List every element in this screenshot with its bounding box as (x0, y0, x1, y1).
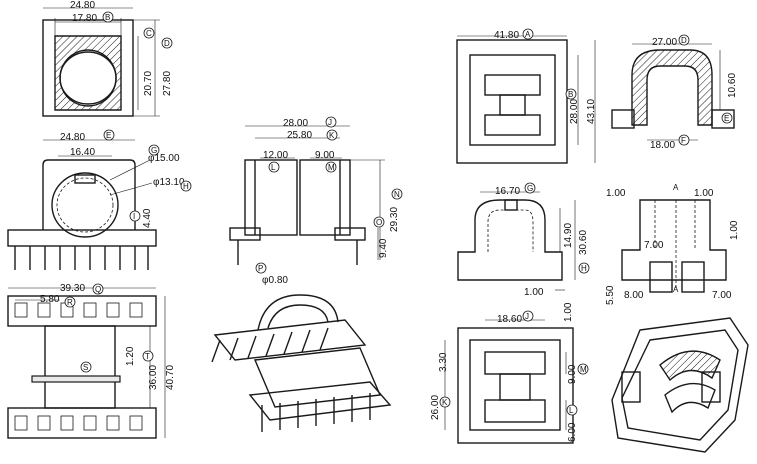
ref-E: E (106, 131, 111, 140)
ref-M: M (328, 163, 335, 172)
dim-d14: 29.30 (389, 207, 400, 232)
dim-d24: 43.10 (586, 99, 597, 124)
ref-M2: M (580, 365, 587, 374)
ref-D: D (164, 39, 170, 48)
dim-d18: 5.80 (40, 294, 60, 305)
dim-d27: 18.00 (650, 140, 675, 151)
ref-T: T (145, 352, 150, 361)
dim-d17: 39.30 (60, 283, 85, 294)
dim-d20: 36.00 (148, 365, 159, 390)
view-core-bottom: 18.60 1.00 3.30 9.00 26.00 6.00 J M K L (430, 302, 589, 444)
dim-d29: 14.90 (563, 223, 574, 248)
dim-d13: 9.00 (315, 150, 335, 161)
dim-d44: 6.00 (567, 422, 578, 442)
ref-A: A (525, 30, 531, 39)
dim-d32: 1.00 (606, 188, 626, 199)
dim-d34: 1.00 (729, 220, 740, 240)
view-isometric-bobbin (211, 294, 392, 432)
dim-d22: 41.80 (494, 30, 519, 41)
view-core-top: 41.80 28.00 43.10 A B (456, 28, 597, 164)
iso-pins-bottom (261, 393, 371, 432)
ref-L: L (271, 163, 276, 172)
dim-d3: 20.70 (143, 71, 154, 96)
dim-d19: 1.20 (125, 346, 136, 366)
ref-D2: D (681, 36, 687, 45)
dim-d12: 12.00 (263, 150, 288, 161)
ref-I: I (133, 212, 135, 221)
ref-O: O (376, 218, 382, 227)
dim-d9: 4.40 (142, 208, 153, 228)
dim-d10: 28.00 (283, 118, 308, 129)
view-core-section: 27.00 10.60 18.00 D E F (611, 34, 738, 151)
ref-J2: J (525, 312, 529, 321)
dim-d43: 26.00 (430, 395, 441, 420)
dim-d7: φ15.00 (148, 153, 180, 164)
dim-d41: 3.30 (438, 352, 449, 372)
view-bobbin-top: 24.80 17.80 20.70 27.80 C D B (42, 0, 173, 117)
view-bobbin-bottom: 39.30 5.80 1.20 36.00 40.70 Q R T S (7, 283, 176, 439)
view-core-side: 1.00 1.00 1.00 7.00 5.50 8.00 7.00 A A (605, 183, 740, 305)
dim-d40: 1.00 (563, 302, 574, 322)
dim-d11: 25.80 (287, 130, 312, 141)
pin-row-bottom (14, 246, 149, 270)
dim-d16: φ0.80 (262, 275, 288, 286)
dim-d30: 30.60 (578, 230, 589, 255)
dim-d31: 1.00 (524, 287, 544, 298)
dim-d6: 16.40 (70, 147, 95, 158)
ref-G: G (151, 146, 157, 155)
dim-d28: 16.70 (495, 186, 520, 197)
dim-d1: 24.80 (70, 0, 95, 11)
ref-J: J (328, 118, 332, 127)
ref-A3: A (673, 285, 679, 294)
iso-pins-top (211, 327, 329, 363)
ref-R: R (67, 298, 73, 307)
ref-P: P (258, 264, 263, 273)
ref-N: N (394, 190, 400, 199)
dim-d23: 28.00 (569, 99, 580, 124)
dim-d35: 7.00 (644, 240, 664, 251)
ref-F: F (681, 136, 686, 145)
view-isometric-core (611, 317, 749, 453)
ref-H2: H (581, 264, 587, 273)
dim-d37: 8.00 (624, 290, 644, 301)
dim-d36: 5.50 (605, 285, 616, 305)
ref-L2: L (569, 406, 574, 415)
ref-G2: G (527, 184, 533, 193)
view-core-front: 16.70 14.90 30.60 1.00 G H (457, 182, 590, 298)
dim-d2: 17.80 (72, 13, 97, 24)
view-side-section: 28.00 25.80 12.00 9.00 29.30 9.40 φ0.80 … (229, 116, 403, 286)
dim-d15: 9.40 (378, 238, 389, 258)
dim-d33: 1.00 (694, 188, 714, 199)
ref-S: S (83, 363, 88, 372)
dim-d42: 9.00 (567, 364, 578, 384)
ref-E2: E (724, 114, 729, 123)
ref-A2: A (673, 183, 679, 192)
dim-d4: 27.80 (162, 71, 173, 96)
dim-d26: 10.60 (727, 73, 738, 98)
ref-K2: K (442, 398, 448, 407)
dim-d8: φ13.10 (153, 177, 185, 188)
ref-H: H (183, 182, 189, 191)
pin-slots (14, 302, 143, 431)
view-bobbin-front: 24.80 16.40 φ15.00 φ13.10 4.40 E G H I (7, 129, 192, 270)
dim-d39: 18.60 (497, 314, 522, 325)
dim-d38: 7.00 (712, 290, 732, 301)
ref-B2: B (568, 90, 573, 99)
ref-B: B (105, 13, 110, 22)
dim-d25: 27.00 (652, 37, 677, 48)
ref-Q: Q (95, 285, 101, 294)
dim-d5: 24.80 (60, 132, 85, 143)
dim-d21: 40.70 (165, 365, 176, 390)
ref-C: C (146, 29, 152, 38)
ref-K: K (329, 131, 335, 140)
